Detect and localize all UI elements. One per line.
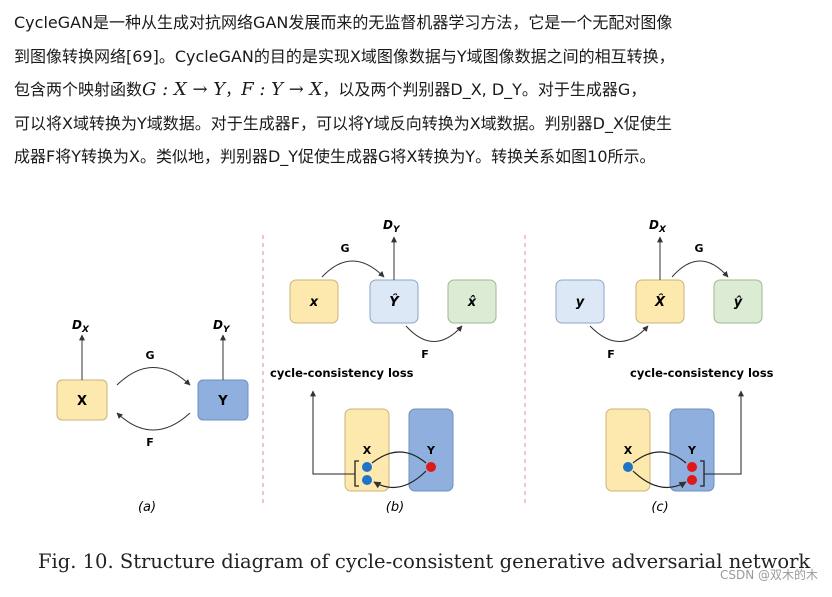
y-generated-dot (426, 462, 436, 472)
mapping-arc-f (373, 470, 427, 489)
label-g: G (694, 242, 703, 255)
node-y-hat-label: ŷ (734, 295, 743, 310)
panel-c-label: (c) (651, 500, 668, 515)
paragraph-line-3: 包含两个映射函数G : X → Y，F : Y → X，以及两个判别器D_X, … (14, 73, 822, 107)
cycle-loss-label: cycle-consistency loss (270, 366, 414, 380)
discriminator-dy: DY (383, 218, 401, 235)
panel-a: X Y DX DY G F (a) (56, 318, 249, 515)
label-f: F (421, 348, 429, 361)
domain-y-box (408, 408, 454, 492)
paragraph-line-5: 成器F将Y转换为X。类似地，判别器D_Y促使生成器G将X转换为Y。转换关系如图1… (14, 147, 656, 166)
node-x-hat-label: x̂ (467, 295, 477, 310)
domain-y-label: Y (426, 444, 436, 457)
paragraph-line-2: 到图像转换网络[69]。CycleGAN的目的是实现X域图像数据与Y域图像数据之… (14, 46, 675, 66)
paragraph-line-1: CycleGAN是一种从生成对抗网络GAN发展而来的无监督机器学习方法，它是一个… (14, 13, 673, 32)
arrow-g (671, 260, 729, 278)
node-x-hat (447, 279, 497, 324)
discriminator-dy: DY (213, 318, 231, 335)
panel-c: y X̂ ŷ DX F G cycle-consistency loss X Y (555, 218, 774, 515)
node-x (289, 279, 339, 324)
arrow-f (589, 325, 649, 342)
panel-b-label: (b) (386, 500, 404, 515)
node-x-hat-label: X̂ (654, 295, 666, 310)
loss-connector (310, 390, 355, 475)
x-reconstructed-dot (362, 475, 372, 485)
label-f: F (146, 436, 154, 449)
cyclegan-figure: X Y DX DY G F (a) x Ŷ x̂ DY G (0, 205, 832, 593)
domain-x-box (344, 408, 390, 492)
label-g: G (145, 349, 154, 362)
x-sample-dot (362, 462, 372, 472)
cycle-loss-label: cycle-consistency loss (630, 366, 774, 380)
discriminator-dx: DX (649, 218, 667, 235)
mapping-arc-g (632, 470, 687, 489)
figure-caption: Fig. 10. Structure diagram of cycle-cons… (38, 550, 811, 573)
y-sample-dot (687, 462, 697, 472)
watermark: CSDN @双木的木 (719, 568, 818, 582)
cyclegan-diagram: X Y DX DY G F (a) x Ŷ x̂ DY G (56, 218, 774, 515)
arrow-f (405, 325, 463, 342)
node-y (555, 279, 605, 324)
paragraph-line-3-prefix: 包含两个映射函数 (14, 80, 143, 99)
domain-x-box (605, 408, 651, 492)
discriminator-dx: DX (72, 318, 90, 335)
mapping-arc-f (632, 451, 687, 464)
domain-y-label: Y (687, 444, 697, 457)
arrow-g (116, 367, 191, 386)
panel-b: x Ŷ x̂ DY G F cycle-consistency loss X Y (270, 218, 497, 515)
x-generated-dot (623, 462, 633, 472)
paragraph-line-3-suffix: ，以及两个判别器D_X, D_Y。对于生成器G， (322, 80, 647, 99)
label-g: G (340, 242, 349, 255)
mapping-arc-g (371, 451, 427, 464)
loss-connector (704, 390, 744, 475)
arrow-g (321, 260, 385, 278)
domain-y-box (669, 408, 715, 492)
panel-a-label: (a) (138, 500, 156, 515)
node-x-label: x (309, 295, 319, 310)
paragraph-line-4: 可以将X域转换为Y域数据。对于生成器F，可以将Y域反向转换为X域数据。判别器D_… (14, 113, 672, 133)
mapping-g-formula: G : X → Y (142, 79, 226, 100)
node-y-label: Y (217, 394, 228, 409)
domain-x-label: X (624, 444, 633, 457)
domain-x-label: X (363, 444, 372, 457)
paragraph-line-3-separator: ， (225, 80, 242, 99)
mapping-f-formula: F : Y → X (241, 79, 323, 100)
node-y-label: y (576, 295, 585, 310)
label-f: F (607, 348, 615, 361)
description-paragraph: CycleGAN是一种从生成对抗网络GAN发展而来的无监督机器学习方法，它是一个… (14, 6, 822, 174)
arrow-f (116, 412, 191, 431)
y-reconstructed-dot (687, 475, 697, 485)
node-x-label: X (77, 394, 87, 409)
node-y-hat-label: Ŷ (389, 294, 400, 310)
node-y-hat (713, 279, 763, 324)
